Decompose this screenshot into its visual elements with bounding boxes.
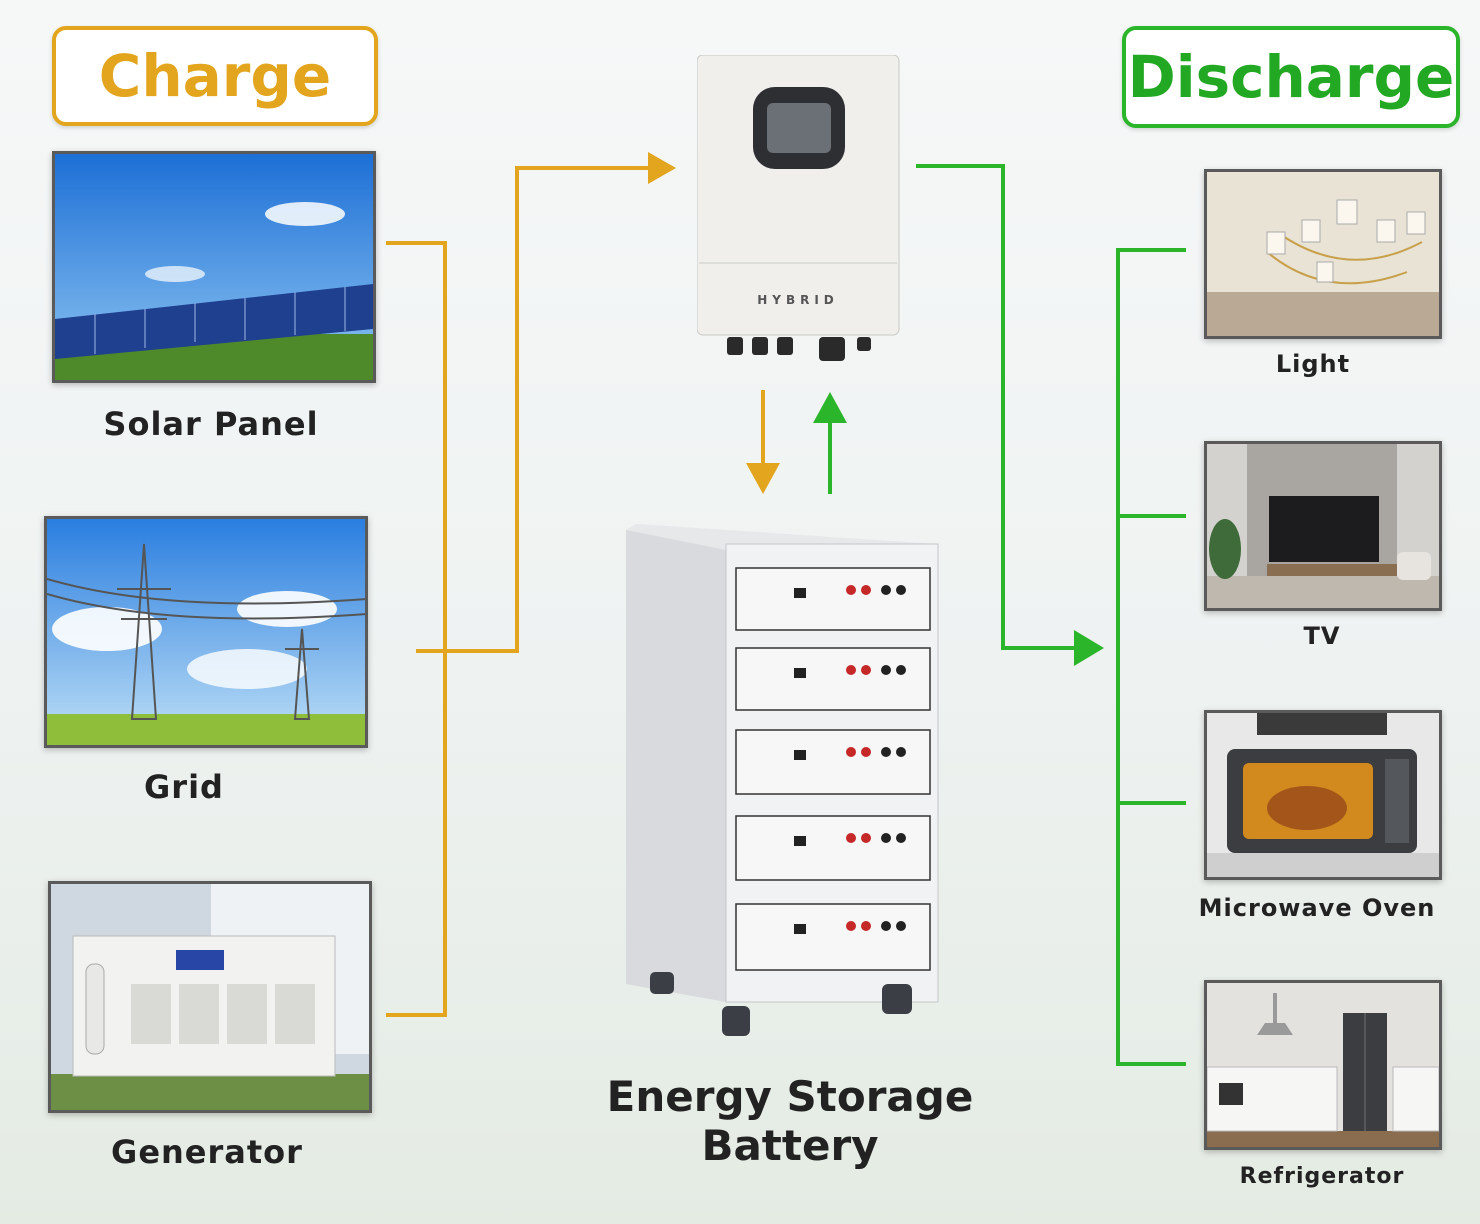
battery-up-arrow-head bbox=[813, 392, 847, 423]
inverter-to-loads-line bbox=[916, 164, 1076, 650]
battery-down-arrow-head bbox=[746, 463, 780, 494]
solar-panel-label: Solar Panel bbox=[103, 405, 319, 443]
light-label: Light bbox=[1275, 350, 1351, 378]
generator-image bbox=[48, 881, 372, 1113]
discharge-title: Discharge bbox=[1122, 26, 1460, 128]
microwave-oven-image bbox=[1204, 710, 1442, 880]
charge-to-inverter-line bbox=[445, 166, 648, 653]
refrigerator-label: Refrigerator bbox=[1239, 1164, 1405, 1189]
grid-label: Grid bbox=[144, 768, 224, 806]
battery-label: Energy Storage Battery bbox=[606, 1072, 974, 1170]
energy-storage-battery-rack bbox=[626, 524, 940, 1040]
generator-label: Generator bbox=[111, 1133, 303, 1171]
hybrid-inverter: HYBRID bbox=[697, 55, 902, 365]
tv-label: TV bbox=[1303, 622, 1341, 650]
grid-image bbox=[44, 516, 368, 748]
solar-panel-image bbox=[52, 151, 376, 383]
refrigerator-image bbox=[1204, 980, 1442, 1150]
tv-image bbox=[1204, 441, 1442, 611]
charge-arrow-head bbox=[648, 152, 676, 184]
charge-bracket-line bbox=[386, 241, 447, 1017]
discharge-bracket-line bbox=[1116, 248, 1186, 1066]
discharge-arrow-head bbox=[1074, 630, 1104, 666]
light-image bbox=[1204, 169, 1442, 339]
inverter-brand-text: HYBRID bbox=[757, 293, 839, 307]
microwave-oven-label: Microwave Oven bbox=[1198, 894, 1436, 922]
charge-title: Charge bbox=[52, 26, 378, 126]
